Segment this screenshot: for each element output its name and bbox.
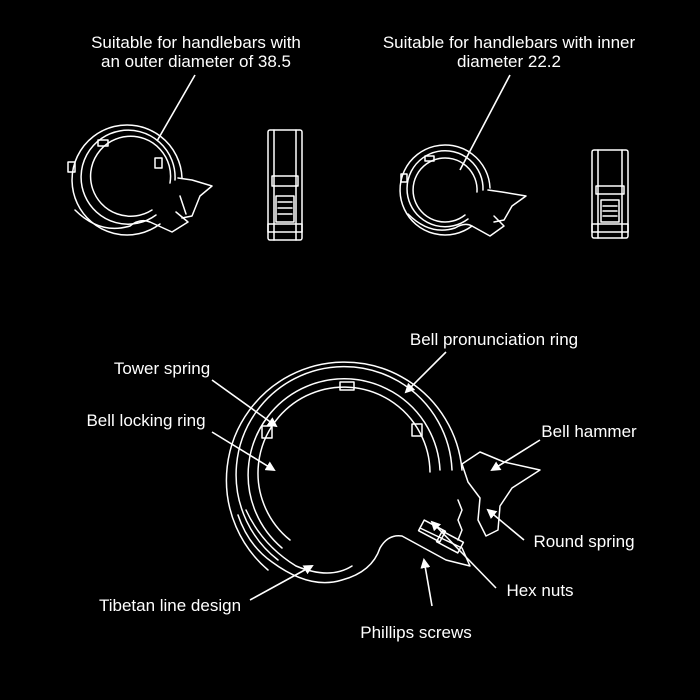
label-hex-nuts: Hex nuts (506, 581, 573, 600)
bell-inner-ring (247, 378, 441, 549)
top-right-caption-line2: diameter 22.2 (457, 52, 561, 71)
ring-inner (406, 149, 484, 228)
side-foot (591, 223, 629, 233)
large-bell (225, 361, 541, 584)
bell-hammer-part (461, 451, 541, 537)
clamp-base (407, 213, 505, 237)
hammer (177, 177, 213, 219)
bell-outer-ring (225, 361, 463, 571)
top-left-caption-line1: Suitable for handlebars with (91, 33, 301, 52)
ring-tab-left (400, 173, 408, 183)
label-round-spring: Round spring (533, 532, 634, 551)
arrow-round-spring (486, 508, 525, 541)
ring-outer (399, 144, 491, 236)
ring-tab-top (339, 381, 355, 391)
clamp-base (74, 209, 189, 233)
ring-tab-right (154, 157, 163, 169)
top-left-leader-line (156, 74, 196, 142)
ring-inner (80, 129, 176, 225)
arrow-bell-hammer (490, 439, 541, 472)
label-bell-hammer: Bell hammer (541, 422, 637, 441)
label-bell-pronunciation-ring: Bell pronunciation ring (410, 330, 578, 349)
bell-locking-ring (257, 386, 431, 541)
tibetan-line-base (237, 514, 471, 584)
bell-pronunciation-ring (235, 365, 453, 561)
arrow-hex-nuts (430, 520, 497, 589)
side-foot (267, 223, 303, 233)
side-screw-block (275, 195, 295, 223)
top-right-leader-line (459, 74, 511, 171)
phillips-screw-part (435, 530, 465, 554)
arrow-bell-pronunciation-ring (404, 351, 447, 394)
ring-tab-right (411, 423, 423, 437)
ring-tab-left (67, 161, 76, 173)
round-spring-part (457, 499, 463, 541)
side-screw-block (600, 199, 620, 223)
label-tibetan-line-design: Tibetan line design (99, 596, 241, 615)
side-band (595, 185, 625, 195)
tibetan-line-inner (245, 509, 353, 574)
arrow-bell-locking-ring (211, 431, 276, 472)
side-band (271, 175, 299, 187)
ring-tab-top (97, 139, 109, 147)
hammer-spring (179, 195, 187, 215)
arrow-tower-spring (211, 379, 278, 428)
hammer (487, 189, 527, 223)
label-phillips-screws: Phillips screws (360, 623, 471, 642)
label-tower-spring: Tower spring (114, 359, 210, 378)
small-bell-left-front (67, 124, 213, 236)
ring-core (89, 135, 172, 217)
arrow-phillips-screws (420, 558, 433, 607)
small-bell-right-front (399, 144, 527, 237)
small-bell-right-side (591, 149, 629, 239)
side-body (267, 129, 303, 241)
arrow-tibetan-line-design (249, 565, 314, 601)
top-right-caption-line1: Suitable for handlebars with inner (383, 33, 636, 52)
label-bell-locking-ring: Bell locking ring (86, 411, 205, 430)
top-left-caption-line2: an outer diameter of 38.5 (101, 52, 291, 71)
ring-core (412, 157, 478, 223)
side-body (591, 149, 629, 239)
ring-tab-top (424, 155, 435, 162)
ring-outer (71, 124, 183, 236)
small-bell-left-side (267, 129, 303, 241)
